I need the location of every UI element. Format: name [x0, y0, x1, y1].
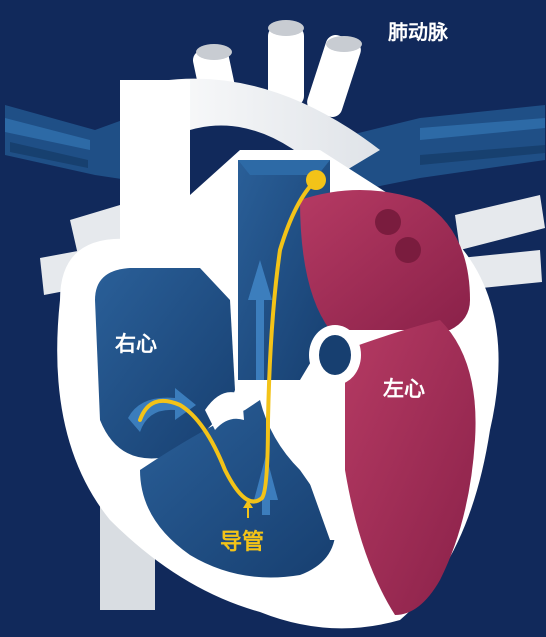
catheter-label: 导管 — [220, 524, 264, 556]
right-heart-label: 右心 — [115, 328, 157, 358]
left-pulmonary-artery-branches — [5, 105, 128, 180]
pulmonary-artery-label: 肺动脉 — [388, 16, 448, 45]
pulmonary-vein-opening — [395, 237, 421, 263]
left-heart-label: 左心 — [383, 373, 425, 403]
catheter-tip-icon — [306, 170, 326, 190]
pulmonary-vein-opening — [375, 209, 401, 235]
